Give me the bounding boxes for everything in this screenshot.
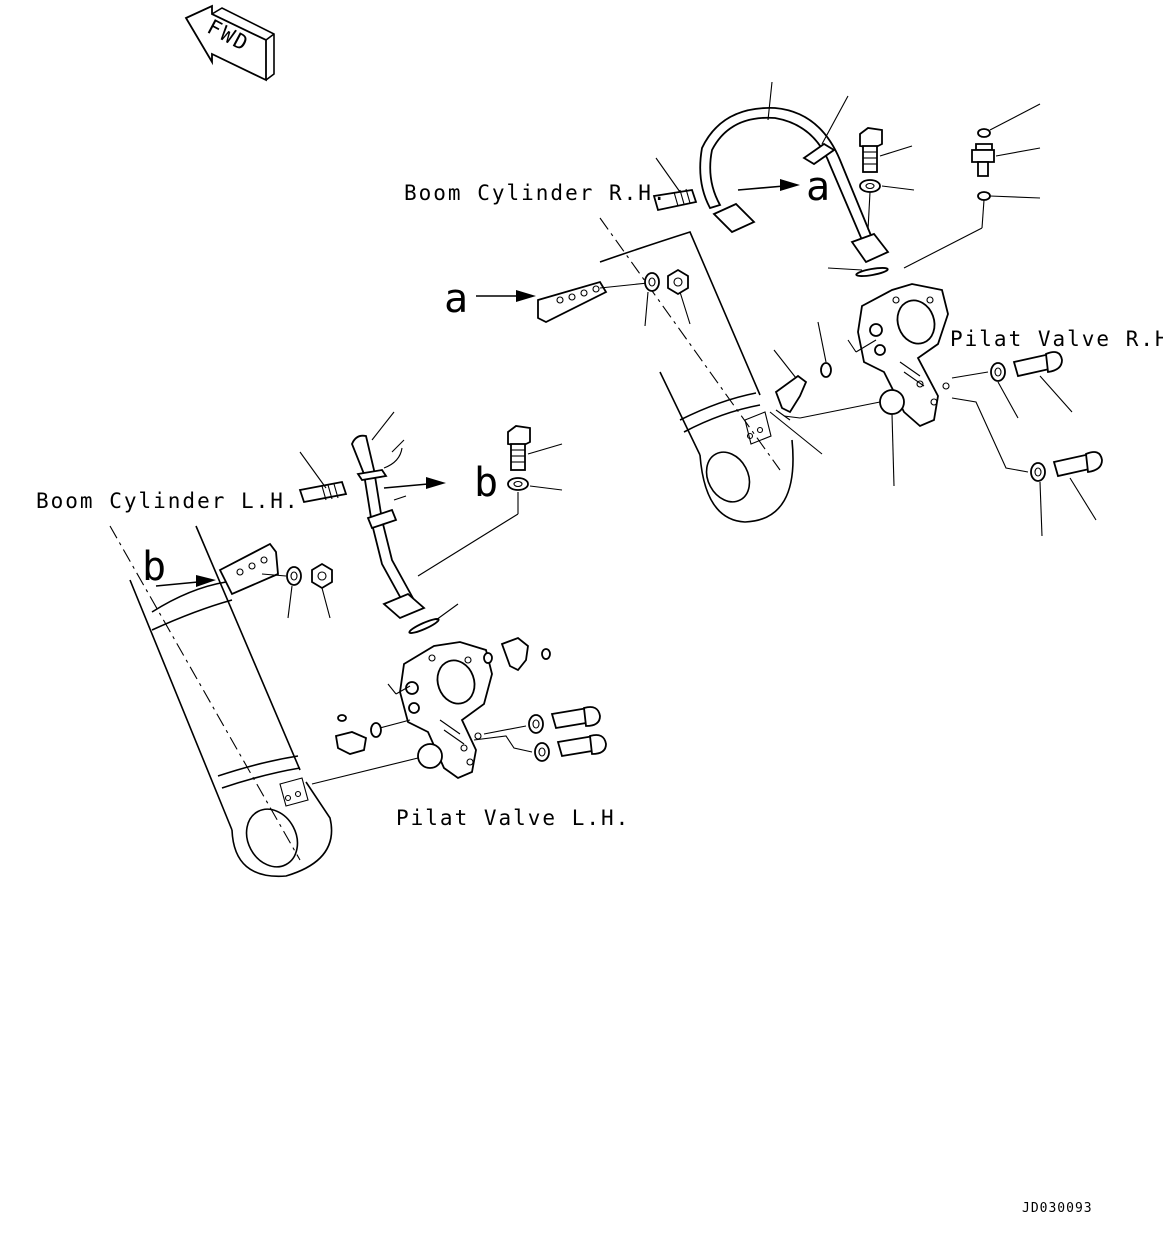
hose-fitting-rh: [652, 157, 698, 212]
drawing-code: JD030093: [1022, 1201, 1093, 1216]
callout-a-right-label: a: [806, 164, 830, 210]
bolt-rh-2: [951, 397, 1103, 537]
elbow-fitting-rh: [769, 321, 832, 455]
callout-b-right: b: [383, 460, 498, 506]
pilot-valve-rh: [847, 283, 950, 428]
bracket-lh: [218, 542, 333, 619]
callout-a-left: a: [444, 276, 536, 322]
bolt-lh-2: [473, 734, 607, 762]
boom-cylinder-lh: [109, 525, 333, 878]
callout-a-left-label: a: [444, 276, 468, 322]
o-ring-lh: [408, 603, 459, 634]
bolt-rh-1: [951, 351, 1073, 419]
boom-cylinder-rh: [599, 217, 794, 523]
callout-b-right-label: b: [474, 460, 498, 506]
pilot-pipe-rh: [699, 81, 890, 264]
plug-lh: [311, 743, 443, 785]
boom-cylinder-lh-label: Boom Cylinder L.H.: [36, 489, 300, 513]
elbow-fitting-lh-bottom: [334, 714, 411, 755]
fwd-arrow-icon: FWD: [184, 4, 275, 82]
plug-rh: [783, 389, 905, 487]
hose-fitting-lh: [298, 451, 348, 504]
bolt-rh-top: [859, 127, 915, 231]
pilot-valve-lh: [387, 641, 493, 780]
bracket-rh: [537, 268, 691, 327]
callout-a-right: a: [737, 164, 830, 210]
callout-b-left: b: [142, 544, 216, 590]
o-ring-rh: [827, 267, 889, 277]
boom-cylinder-rh-label: Boom Cylinder R.H.: [404, 181, 668, 205]
callout-b-left-label: b: [142, 544, 166, 590]
bolt-lh-1: [483, 706, 601, 735]
fitting-rh-right: [903, 103, 1041, 269]
elbow-fitting-lh-top: [483, 636, 551, 672]
bolt-lh-top: [417, 425, 563, 577]
pilot-pipe-lh: [351, 411, 426, 620]
pilot-valve-rh-label: Pilat Valve R.H.: [950, 327, 1163, 351]
pilot-valve-lh-label: Pilat Valve L.H.: [396, 806, 630, 830]
